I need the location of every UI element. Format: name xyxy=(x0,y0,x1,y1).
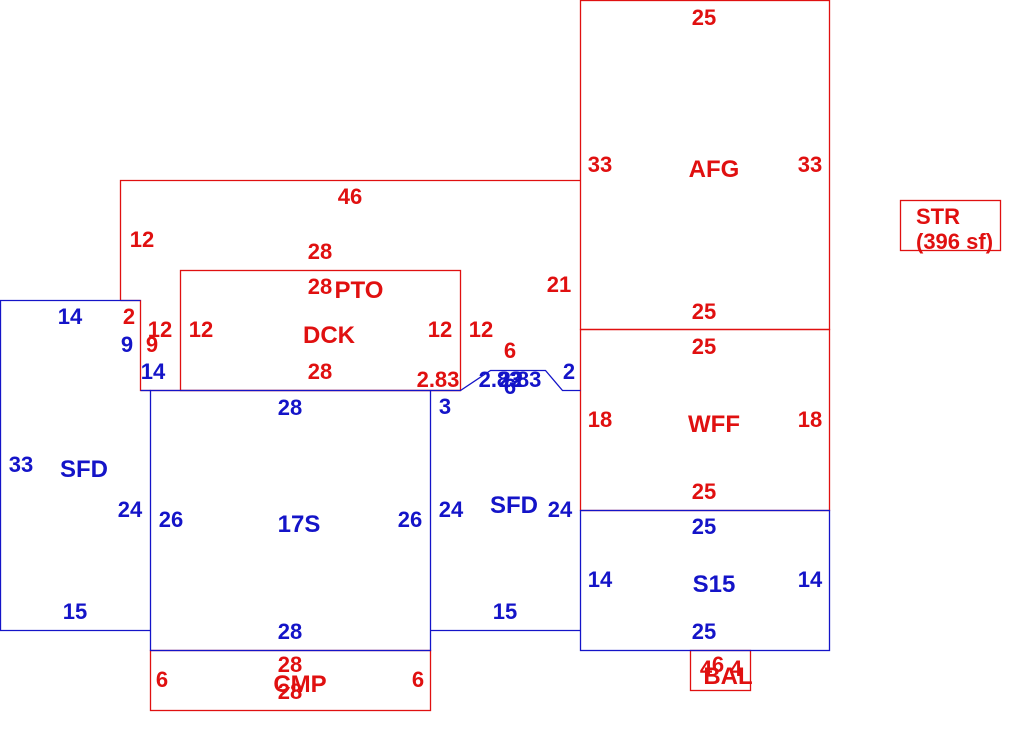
pto-step-left-b-dim: 9 xyxy=(146,332,158,357)
wff-top-dim: 25 xyxy=(692,334,716,359)
wff-left-dim: 18 xyxy=(588,407,612,432)
sfd-left-step-a-dim: 9 xyxy=(121,332,133,357)
sfd-mid-top-b-dim: 2 xyxy=(511,367,523,392)
wff-right-dim: 18 xyxy=(798,407,822,432)
sfd-left-label: SFD xyxy=(60,456,108,483)
sfd-mid-top-a-dim: 2.83 xyxy=(479,367,522,392)
pto-top-dim: 46 xyxy=(338,184,362,209)
str-area: (396 sf) xyxy=(916,229,993,254)
s15-top-dim: 25 xyxy=(692,514,716,539)
dck-bottom-dim: 28 xyxy=(308,359,332,384)
sfd-left-right-dim: 24 xyxy=(118,497,143,522)
s15-label: S15 xyxy=(693,571,736,598)
pto-left-dim: 12 xyxy=(130,227,154,252)
pto-step-outline xyxy=(120,299,461,392)
str-outline xyxy=(899,199,1002,252)
story17-label: 17S xyxy=(278,511,321,538)
sfd-mid-outline xyxy=(430,369,581,392)
pto-right-dim: 21 xyxy=(547,272,571,297)
sfd-mid-top-c-dim: 6 xyxy=(504,374,516,399)
afg-left-dim: 33 xyxy=(588,152,612,177)
afg-right-dim: 33 xyxy=(798,152,822,177)
dck-left-dim: 12 xyxy=(189,317,213,342)
pto-inner-top-dim: 28 xyxy=(308,239,332,264)
sfd-mid-left-dim: 24 xyxy=(439,497,464,522)
afg-label: AFG xyxy=(689,156,740,183)
s15-right-dim: 14 xyxy=(798,567,823,592)
bal-bottom-dim: 4 xyxy=(730,656,743,681)
pto-label: PTO xyxy=(335,277,384,304)
sfd-left-step-b-dim: 14 xyxy=(141,359,166,384)
pto-step-left-a-dim: 12 xyxy=(148,317,172,342)
story17-right-dim: 26 xyxy=(398,507,422,532)
str-label: STR xyxy=(916,204,960,229)
sfd-mid-bottom-dim: 15 xyxy=(493,599,517,624)
pto-step-top-dim: 2 xyxy=(123,304,135,329)
dck-top-dim: 28 xyxy=(308,274,332,299)
story17-bottom-dim: 28 xyxy=(278,619,302,644)
sfd-mid-top-d-dim: 2 xyxy=(563,359,575,384)
dck-label: DCK xyxy=(303,322,356,349)
s15-left-dim: 14 xyxy=(588,567,613,592)
pto-outline xyxy=(119,179,581,301)
bal-top-dim: 4 xyxy=(700,656,713,681)
sfd-left-bottom-dim: 15 xyxy=(63,599,87,624)
story17-outline xyxy=(149,389,432,652)
s15-outline xyxy=(579,509,831,652)
cmp-left-dim: 6 xyxy=(156,667,168,692)
cmp-label: CMP xyxy=(273,671,326,698)
sfd-left-outline xyxy=(0,299,151,632)
bal-left-dim: 6 xyxy=(712,652,724,677)
sfd-mid-step-dim: 3 xyxy=(439,394,451,419)
sfd-left-top-dim: 14 xyxy=(58,304,83,329)
afg-bottom-dim: 25 xyxy=(692,299,716,324)
afg-top-dim: 25 xyxy=(692,5,716,30)
cmp-bottom-dim: 28 xyxy=(278,679,302,704)
wff-label: WFF xyxy=(688,411,740,438)
sfd-left-left-dim: 33 xyxy=(9,452,33,477)
sfd-mid-label: SFD xyxy=(490,492,538,519)
sfd-mid-top-e-dim: 2.83 xyxy=(499,367,542,392)
pto-diag-dim: 2.83 xyxy=(417,367,460,392)
s15-bottom-dim: 25 xyxy=(692,619,716,644)
cmp-right-dim: 6 xyxy=(412,667,424,692)
bal-label: BAL xyxy=(703,663,752,690)
story17-left-dim: 26 xyxy=(159,507,183,532)
story17-top-dim: 28 xyxy=(278,395,302,420)
sfd-mid-right-dim: 24 xyxy=(548,497,573,522)
dck-right-dim: 12 xyxy=(428,317,452,342)
cmp-top-dim: 28 xyxy=(278,652,302,677)
wff-bottom-dim: 25 xyxy=(692,479,716,504)
pto-inner-right-dim: 12 xyxy=(469,317,493,342)
pto-small-top-dim: 6 xyxy=(504,338,516,363)
